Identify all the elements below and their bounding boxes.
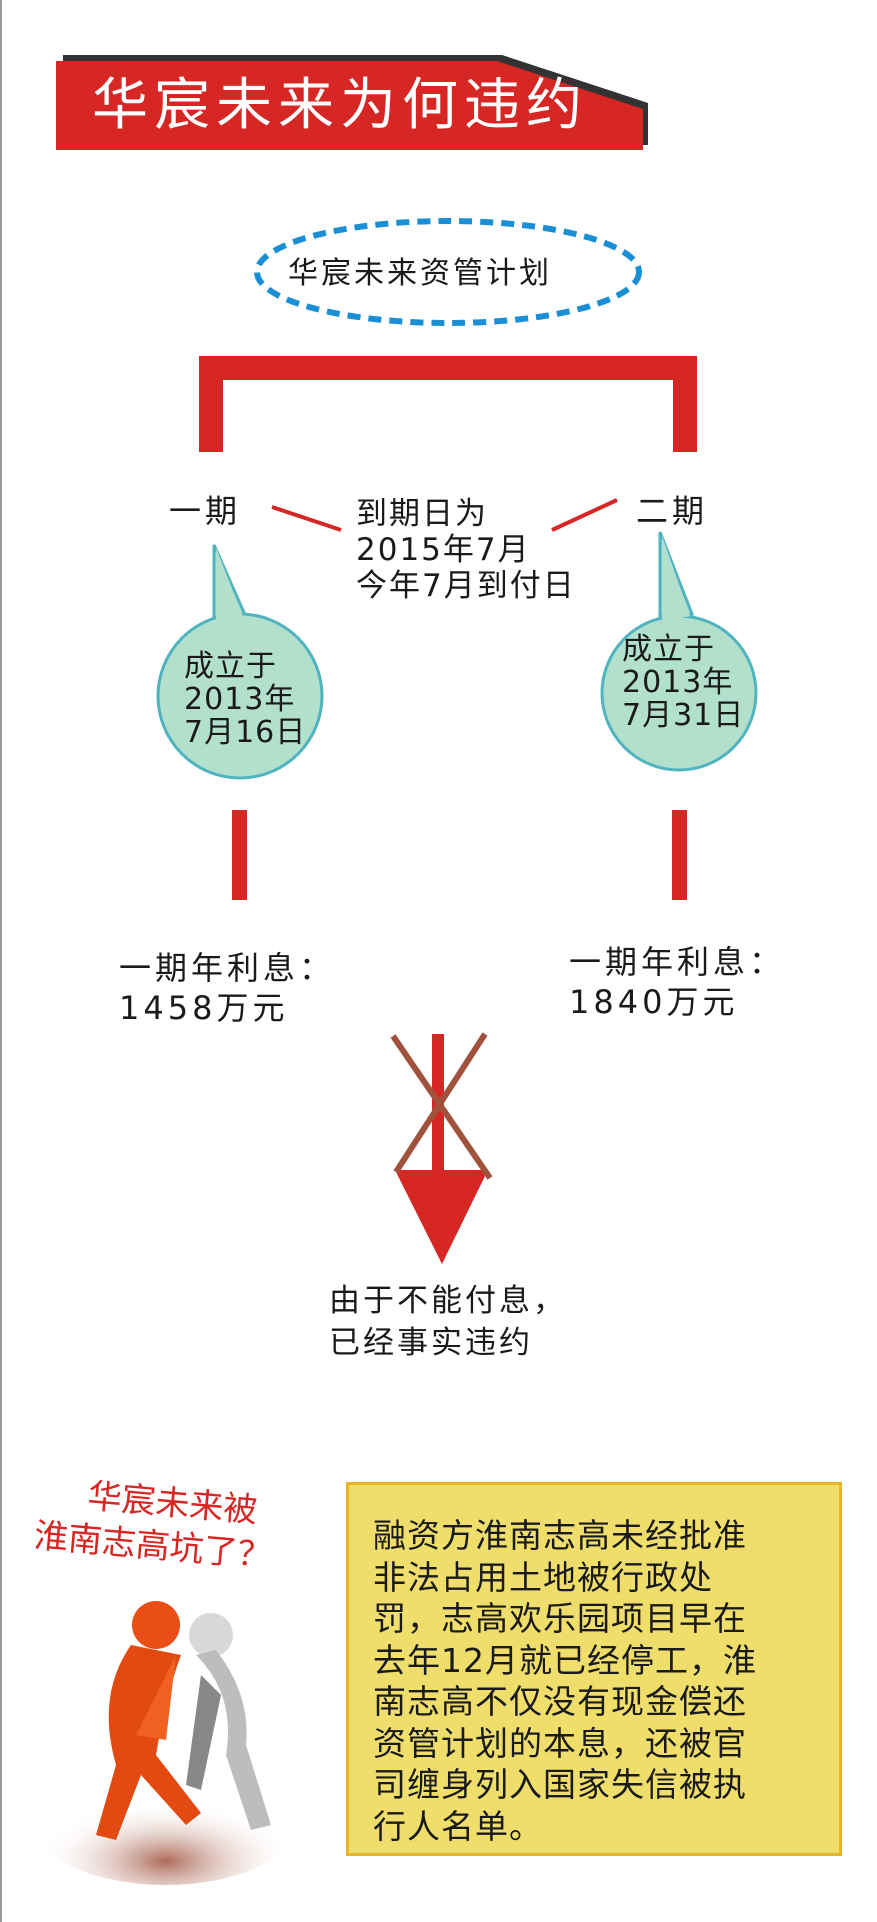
page-border	[0, 0, 2, 1922]
cross-line-2	[393, 1032, 488, 1174]
explanation-line: 非法占用土地被行政处	[373, 1557, 713, 1597]
maturity-line: 2015年7月	[356, 532, 531, 568]
founded-line: 7月16日	[184, 715, 307, 750]
founded-line: 成立于	[622, 632, 715, 667]
founded-line: 成立于	[184, 649, 277, 684]
explanation-line: 罚，志高欢乐园项目早在	[373, 1599, 747, 1638]
phase2-label: 二期	[636, 492, 709, 530]
connector-right	[551, 498, 618, 532]
phase1-interest: 一期年利息： 1458万元	[119, 948, 335, 1028]
explanation-line: 资管计划的本息，还被官	[373, 1723, 747, 1763]
cross-line-1	[390, 1034, 493, 1180]
bracket	[199, 356, 697, 452]
phase1-founded: 成立于 2013年 7月16日	[184, 650, 306, 749]
explanation-line: 去年12月就已经停工，淮	[373, 1640, 757, 1680]
bar-left	[232, 810, 247, 900]
interest-value: 1840万元	[569, 983, 739, 1021]
founded-line: 7月31日	[622, 698, 745, 733]
maturity-line: 到期日为	[356, 496, 488, 532]
founded-line: 2013年	[622, 665, 734, 700]
phase1-label: 一期	[169, 492, 242, 530]
phase2-founded: 成立于 2013年 7月31日	[622, 633, 744, 732]
result-line: 已经事实违约	[329, 1325, 533, 1361]
result-line: 由于不能付息，	[329, 1283, 567, 1319]
maturity-text: 到期日为 2015年7月 今年7月到付日	[356, 496, 576, 604]
explanation-box: 融资方淮南志高未经批准 非法占用土地被行政处 罚，志高欢乐园项目早在 去年12月…	[346, 1482, 842, 1856]
plan-name: 华宸未来资管计划	[288, 256, 552, 291]
plan-ellipse	[254, 218, 642, 326]
struggling-figures-image	[36, 1601, 296, 1885]
explanation-line: 融资方淮南志高未经批准	[373, 1516, 747, 1555]
bar-right	[672, 810, 687, 900]
bubble-left	[156, 544, 324, 780]
founded-line: 2013年	[184, 682, 296, 717]
result-text: 由于不能付息， 已经事实违约	[329, 1280, 567, 1364]
connector-left	[271, 505, 342, 532]
bubble-right	[600, 531, 758, 772]
phase2-interest: 一期年利息： 1840万元	[569, 942, 785, 1022]
page-title: 华宸未来为何违约	[92, 73, 588, 138]
title-banner	[56, 61, 643, 150]
interest-label: 一期年利息：	[569, 943, 786, 981]
explanation-line: 行人名单。	[373, 1806, 543, 1846]
explanation-line: 司缠身列入国家失信被执	[373, 1765, 747, 1804]
interest-value: 1458万元	[119, 989, 289, 1027]
explanation-line: 南志高不仅没有现金偿还	[373, 1682, 747, 1721]
arrow-head	[395, 1170, 488, 1264]
interest-label: 一期年利息：	[119, 949, 336, 987]
maturity-line: 今年7月到付日	[356, 568, 576, 604]
